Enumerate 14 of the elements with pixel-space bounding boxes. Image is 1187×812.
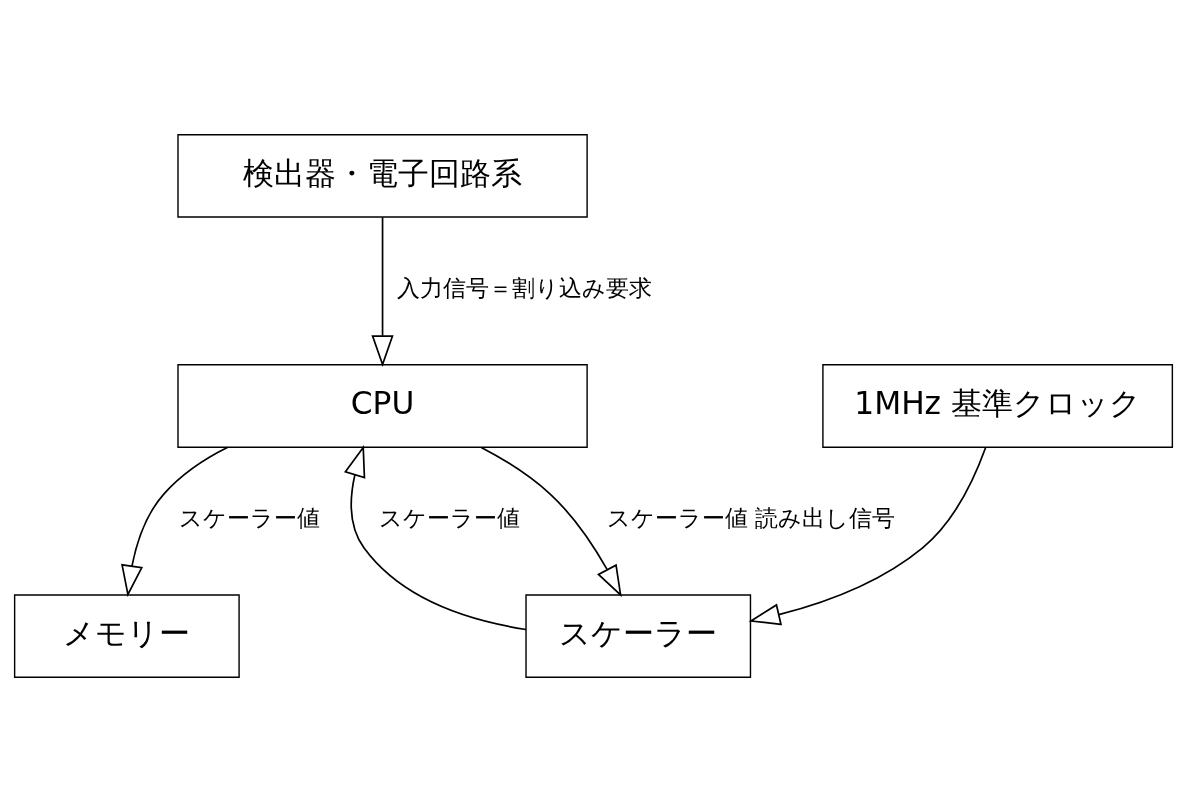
edge-label: スケーラー値 — [379, 505, 520, 532]
node-box: スケーラー — [525, 594, 752, 679]
arrow — [344, 445, 527, 631]
node-box: 検出器・電子回路系 — [177, 133, 588, 218]
arrow — [121, 446, 229, 597]
edge-label: スケーラー値 — [178, 505, 320, 532]
edge-label: 入力信号＝割り込み要求 — [397, 275, 653, 302]
arrow — [371, 216, 394, 368]
arrow — [748, 446, 987, 626]
node-box: CPU — [177, 364, 588, 448]
edge-label: スケーラー値 読み出し信号 — [606, 505, 896, 532]
node-box: メモリー — [13, 594, 240, 679]
arrow — [480, 446, 622, 598]
node-box: 1MHz 基準クロック — [822, 364, 1174, 448]
